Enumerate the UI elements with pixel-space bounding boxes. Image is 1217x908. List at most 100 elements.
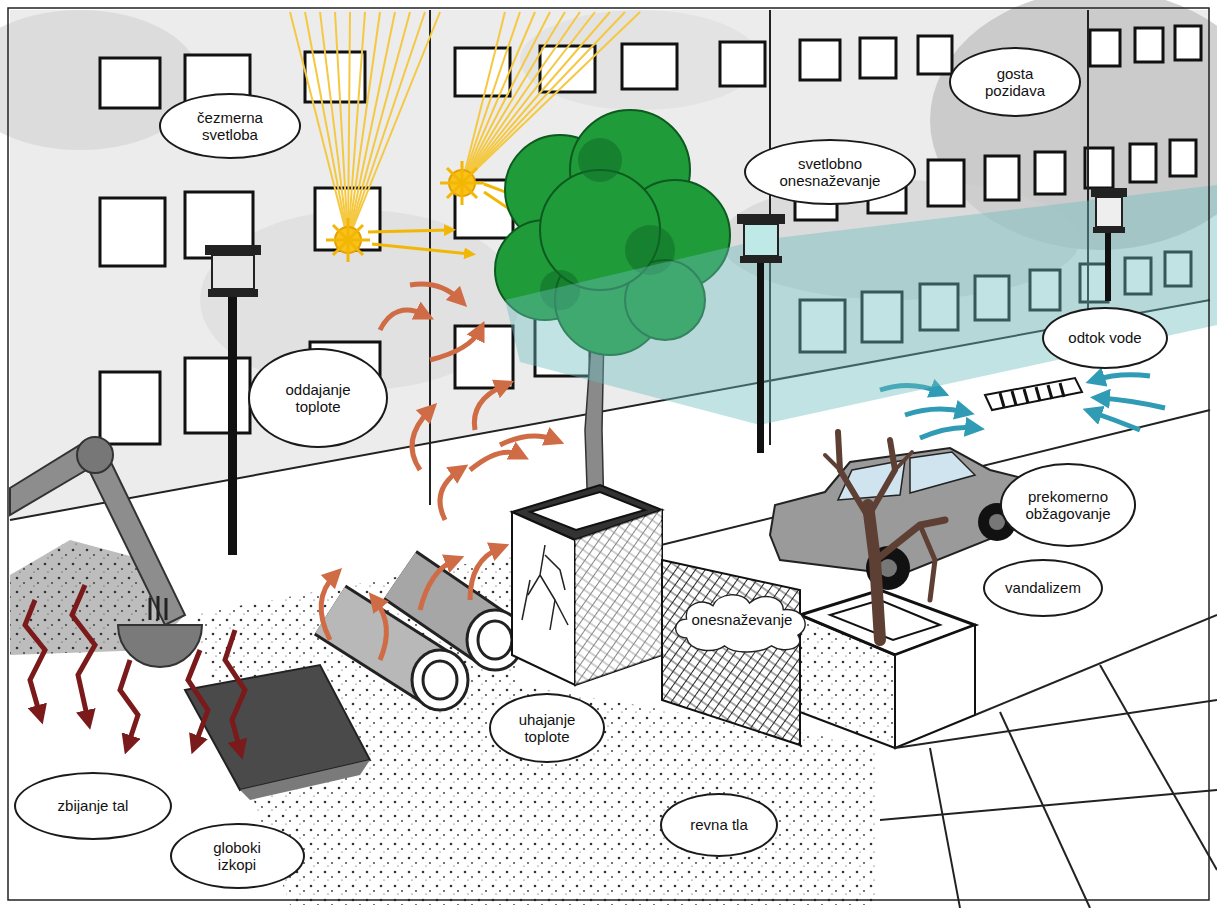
pavement-part — [1100, 665, 1217, 870]
windows-part — [985, 156, 1019, 200]
light-pollution — [505, 185, 1217, 425]
windows-part — [1130, 144, 1156, 182]
street-lamps-part — [744, 224, 778, 256]
excavator-part-part — [149, 598, 152, 620]
callout-text: odtok vode — [1068, 329, 1141, 346]
sun-bursts-part-part — [372, 244, 470, 254]
windows-part — [100, 198, 165, 266]
windows-part — [1170, 140, 1196, 176]
dead-tree-part — [825, 455, 840, 470]
windows-part — [455, 326, 513, 388]
windows-part — [918, 36, 952, 74]
sun-bursts-part-part — [368, 230, 450, 232]
street-lamps-part — [740, 256, 782, 263]
dead-tree-part — [872, 440, 895, 510]
excavator-part-part — [165, 598, 168, 620]
ground-part — [240, 760, 370, 800]
planters-part — [522, 545, 568, 630]
heat-arrows-part — [380, 310, 425, 330]
windows-part — [1175, 26, 1201, 60]
light-rays-part — [348, 12, 410, 240]
drain-water-part-part — [905, 409, 965, 415]
callout-text: gosta pozidava — [969, 65, 1061, 100]
callout-ellipse: uhajanje toplote — [489, 693, 605, 763]
planters-part-part — [555, 600, 568, 625]
excavator-part — [150, 596, 166, 620]
callout-text: čezmerna svetloba — [182, 109, 278, 144]
dead-tree — [825, 432, 945, 640]
light-rays-part — [320, 12, 348, 240]
cloud-path — [675, 594, 805, 651]
sun-bursts-part-part — [447, 168, 477, 198]
light-rays-part — [348, 12, 380, 240]
planters-part-part — [540, 575, 555, 630]
heat-arrows-part — [470, 452, 520, 470]
windows-part — [1135, 28, 1163, 62]
light-rays-part — [348, 12, 425, 240]
dead-tree-part — [838, 432, 870, 520]
compaction-arrows-part — [25, 600, 45, 715]
sun-bursts-part-part — [333, 225, 363, 255]
excavator-part-part — [157, 596, 160, 620]
pavement-part — [1000, 712, 1090, 908]
street-lamps-part — [212, 255, 254, 289]
drain-water-part-part — [1024, 389, 1028, 403]
drain-water-part-part — [1092, 412, 1140, 430]
drain-water-part-part — [1095, 375, 1150, 380]
planters-part-part — [528, 545, 545, 595]
dead-tree-part — [868, 505, 880, 640]
callout-ellipse: revna tla — [660, 793, 778, 857]
callout-ellipse: odtok vode — [1042, 307, 1168, 369]
light-rays-part — [335, 12, 348, 240]
building-edges-part — [429, 10, 431, 505]
planters-part-part — [522, 580, 530, 620]
callout-ellipse: zbijanje tal — [14, 772, 172, 840]
planters-part — [575, 510, 662, 685]
callout-text: onesnaževanje — [692, 611, 793, 628]
heat-arrows-part — [500, 436, 555, 445]
callout-text: svetlobno onesnaževanje — [770, 155, 890, 190]
street-lamps-part — [737, 214, 785, 224]
car-part — [910, 452, 975, 493]
callout-ellipse: oddajanje toplote — [248, 348, 388, 448]
planters-part — [895, 625, 975, 748]
callout-ellipse: globoki izkopi — [170, 823, 305, 889]
dead-tree-part — [895, 452, 912, 470]
dead-tree-part — [920, 525, 935, 600]
drain-water-part-part — [1060, 383, 1064, 397]
light-rays-part — [348, 12, 395, 240]
planters-part — [662, 560, 800, 745]
windows-part — [928, 160, 964, 206]
compaction-arrows-part — [188, 650, 208, 745]
light-rays-part — [348, 12, 440, 240]
light-rays-part — [305, 12, 348, 240]
pavement-part — [975, 615, 1217, 715]
car — [770, 448, 1025, 590]
callout-ellipse: vandalizem — [983, 559, 1103, 617]
callout-text: revna tla — [690, 816, 748, 833]
compaction-arrows-part — [120, 660, 138, 745]
planters-part — [575, 510, 662, 685]
pavement — [880, 615, 1217, 908]
windows-part — [1085, 148, 1113, 188]
street-lamps-part — [1091, 188, 1127, 197]
street-lamps-part — [1093, 227, 1125, 233]
windows-part — [860, 38, 896, 78]
compaction-arrows-part — [72, 585, 95, 720]
light-pollution-part — [505, 185, 1217, 425]
excavator-part — [77, 437, 113, 473]
compaction-arrows — [25, 585, 245, 750]
heat-arrows-part — [321, 575, 335, 640]
windows-part — [185, 358, 250, 433]
street-lamps-part — [1105, 233, 1111, 301]
sun-bursts-part-part — [447, 168, 477, 198]
heat-arrows-part — [474, 385, 505, 430]
callout-text: uhajanje toplote — [507, 711, 587, 746]
callout-ellipse: čezmerna svetloba — [159, 93, 301, 158]
callout-text: zbijanje tal — [58, 797, 129, 814]
windows-part — [1035, 152, 1065, 194]
pipes-part — [423, 661, 457, 699]
compaction-arrows-part — [225, 630, 245, 750]
street-lamps-part — [757, 263, 764, 453]
